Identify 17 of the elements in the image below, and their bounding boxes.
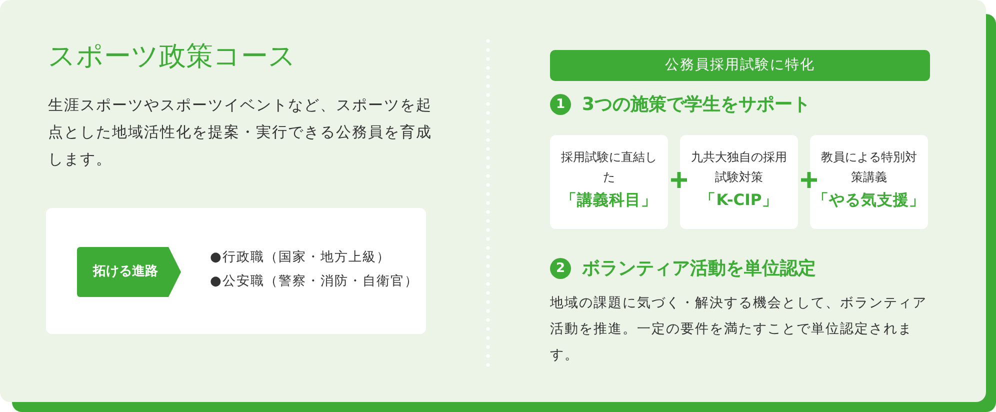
career-item: ●公安職（警察・消防・自衛官）	[210, 273, 418, 290]
section-heading: ボランティア活動を単位認定	[582, 257, 816, 280]
measure-name: 「講義科目」	[560, 190, 658, 211]
measure-name: 「やる気支援」	[812, 190, 926, 211]
career-item: ●行政職（国家・地方上級）	[210, 249, 390, 266]
section-heading: 3つの施策で学生をサポート	[582, 93, 811, 116]
measure-text: 九共大独自の採用試験対策	[690, 149, 788, 186]
banner: 公務員採用試験に特化	[550, 50, 930, 81]
description-text: 地域の課題に気づく・解決する機会として、ボランティア活動を推進。一定の要件を満たすことで単位認定されます。	[550, 294, 928, 365]
measure-box	[680, 135, 798, 229]
measure-box	[810, 135, 928, 229]
measure-text: 教員による特別対策講義	[820, 149, 918, 186]
measure-text: 採用試験に直結した	[560, 149, 658, 186]
career-tag: 拓ける進路	[77, 247, 181, 297]
title: スポーツ政策コース	[48, 40, 296, 74]
measure-name: 「K-CIP」	[699, 190, 779, 211]
description-text: 生涯スポーツやスポーツイベントなど、スポーツを起点とした地域活性化を提案・実行できる公務員を育成します。	[48, 95, 433, 170]
